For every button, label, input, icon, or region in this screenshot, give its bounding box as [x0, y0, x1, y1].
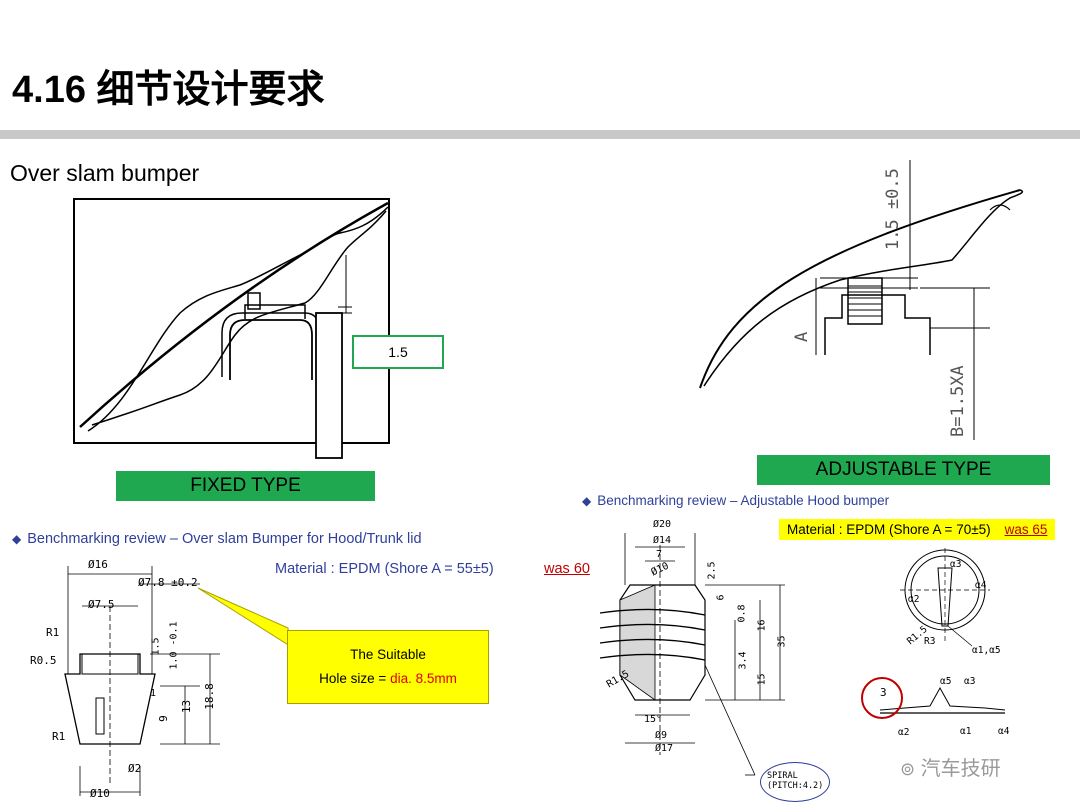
dim-d2: Ø2: [128, 762, 142, 775]
dim-d16: Ø16: [88, 558, 108, 571]
section-subtitle: Over slam bumper: [10, 160, 200, 186]
watermark-text: 汽车技研: [920, 758, 1001, 780]
callout-line1: The Suitable: [350, 647, 426, 662]
ddim-a4: α4: [975, 580, 987, 591]
callout-line2-value: dia. 8.5mm: [390, 671, 457, 686]
ddim-a1a5: α1,α5: [972, 645, 1001, 656]
bench-right-text: Benchmarking review – Adjustable Hood bu…: [597, 493, 890, 508]
watermark: ⊚ 汽车技研: [900, 752, 1001, 781]
dimension-value-box: 1.5: [352, 335, 444, 369]
fixed-type-drawing: [73, 198, 390, 459]
bench-right-heading: ◆ Benchmarking review – Adjustable Hood b…: [582, 493, 889, 508]
ddim-r3: R3: [924, 636, 936, 647]
rdim-v34: 3.4: [737, 651, 749, 670]
adjustable-bumper-drawing: [599, 533, 785, 776]
bench-left-text: Benchmarking review – Over slam Bumper f…: [27, 531, 422, 547]
bench-right-material: Material : EPDM (Shore A = 70±5): [787, 522, 991, 537]
dim-v1: 1: [150, 688, 157, 699]
ddim-a2b: α2: [898, 727, 910, 738]
rdim-v35: 35: [776, 635, 788, 648]
dim-r1a: R1: [46, 626, 60, 639]
adj-dim-b: B=1.5XA: [948, 365, 968, 437]
rdim-d20: Ø20: [653, 519, 672, 530]
hole-size-callout: The Suitable Hole size = dia. 8.5mm: [287, 630, 489, 704]
dim-r1b: R1: [52, 730, 66, 743]
rdim-d17: Ø17: [655, 743, 674, 754]
spiral-line2: (PITCH:4.2): [767, 781, 824, 791]
dim-v9: 9: [156, 715, 170, 722]
spiral-line1: SPIRAL: [767, 771, 798, 781]
dim-d75: Ø7.5: [88, 598, 115, 611]
dim-v15: 1.5: [150, 637, 162, 656]
adjustable-type-drawing: [699, 160, 1024, 440]
rdim-v15: 15: [756, 673, 768, 686]
bench-left-heading: ◆ Benchmarking review – Over slam Bumper …: [12, 531, 422, 547]
ddim-a1: α1: [960, 726, 972, 737]
callout-line2-prefix: Hole size =: [319, 671, 391, 686]
rdim-d14: Ø14: [653, 535, 672, 546]
fixed-type-label: FIXED TYPE: [116, 471, 375, 501]
ddim-a4b: α4: [998, 726, 1010, 737]
bench-right-was: was 65: [1004, 522, 1048, 537]
bench-left-was: was 60: [544, 561, 590, 577]
rdim-d9: Ø9: [655, 730, 668, 741]
page-title: 4.16 细节设计要求: [12, 69, 325, 111]
bench-left-material: Material : EPDM (Shore A = 55±5): [275, 561, 494, 577]
diamond-bullet-icon: ◆: [12, 532, 22, 546]
adj-dim-top: 1.5 ±0.5: [883, 168, 903, 250]
dim-d10: Ø10: [90, 787, 110, 800]
dim-r05: R0.5: [30, 654, 57, 667]
wechat-icon: ⊚: [900, 759, 916, 779]
title-divider: [0, 130, 1080, 139]
rdim-a15: 15°: [644, 714, 663, 725]
callout-line2: Hole size = dia. 8.5mm: [288, 667, 488, 691]
ddim-a5: α5: [940, 676, 952, 687]
bumper-detail-drawing: [861, 548, 1006, 719]
rdim-v7: 7: [656, 549, 663, 560]
dim-v188: 18.8: [202, 683, 216, 710]
dim-v10: 1.0 -0.1: [168, 621, 180, 670]
ddim-a2: α2: [908, 594, 920, 605]
rdim-v6: 6: [715, 594, 727, 601]
dim-d78: Ø7.8 ±0.2: [138, 576, 198, 589]
overslam-bumper-drawing: [64, 566, 291, 796]
ddim-a3b: α3: [964, 676, 976, 687]
dim-v13: 13: [180, 699, 194, 714]
bench-right-material-box: Material : EPDM (Shore A = 70±5) was 65: [779, 519, 1056, 540]
rdim-v25: 2.5: [706, 561, 718, 580]
spiral-callout: SPIRAL (PITCH:4.2): [760, 762, 830, 802]
ddim-a3: α3: [950, 559, 962, 570]
rdim-v08: 0.8: [736, 604, 748, 623]
rdim-v16: 16: [756, 619, 768, 632]
ddim-circ3: 3: [880, 686, 887, 699]
adjustable-type-label: ADJUSTABLE TYPE: [757, 455, 1050, 485]
diamond-bullet-icon: ◆: [582, 494, 592, 508]
adj-dim-a: A: [792, 331, 812, 342]
